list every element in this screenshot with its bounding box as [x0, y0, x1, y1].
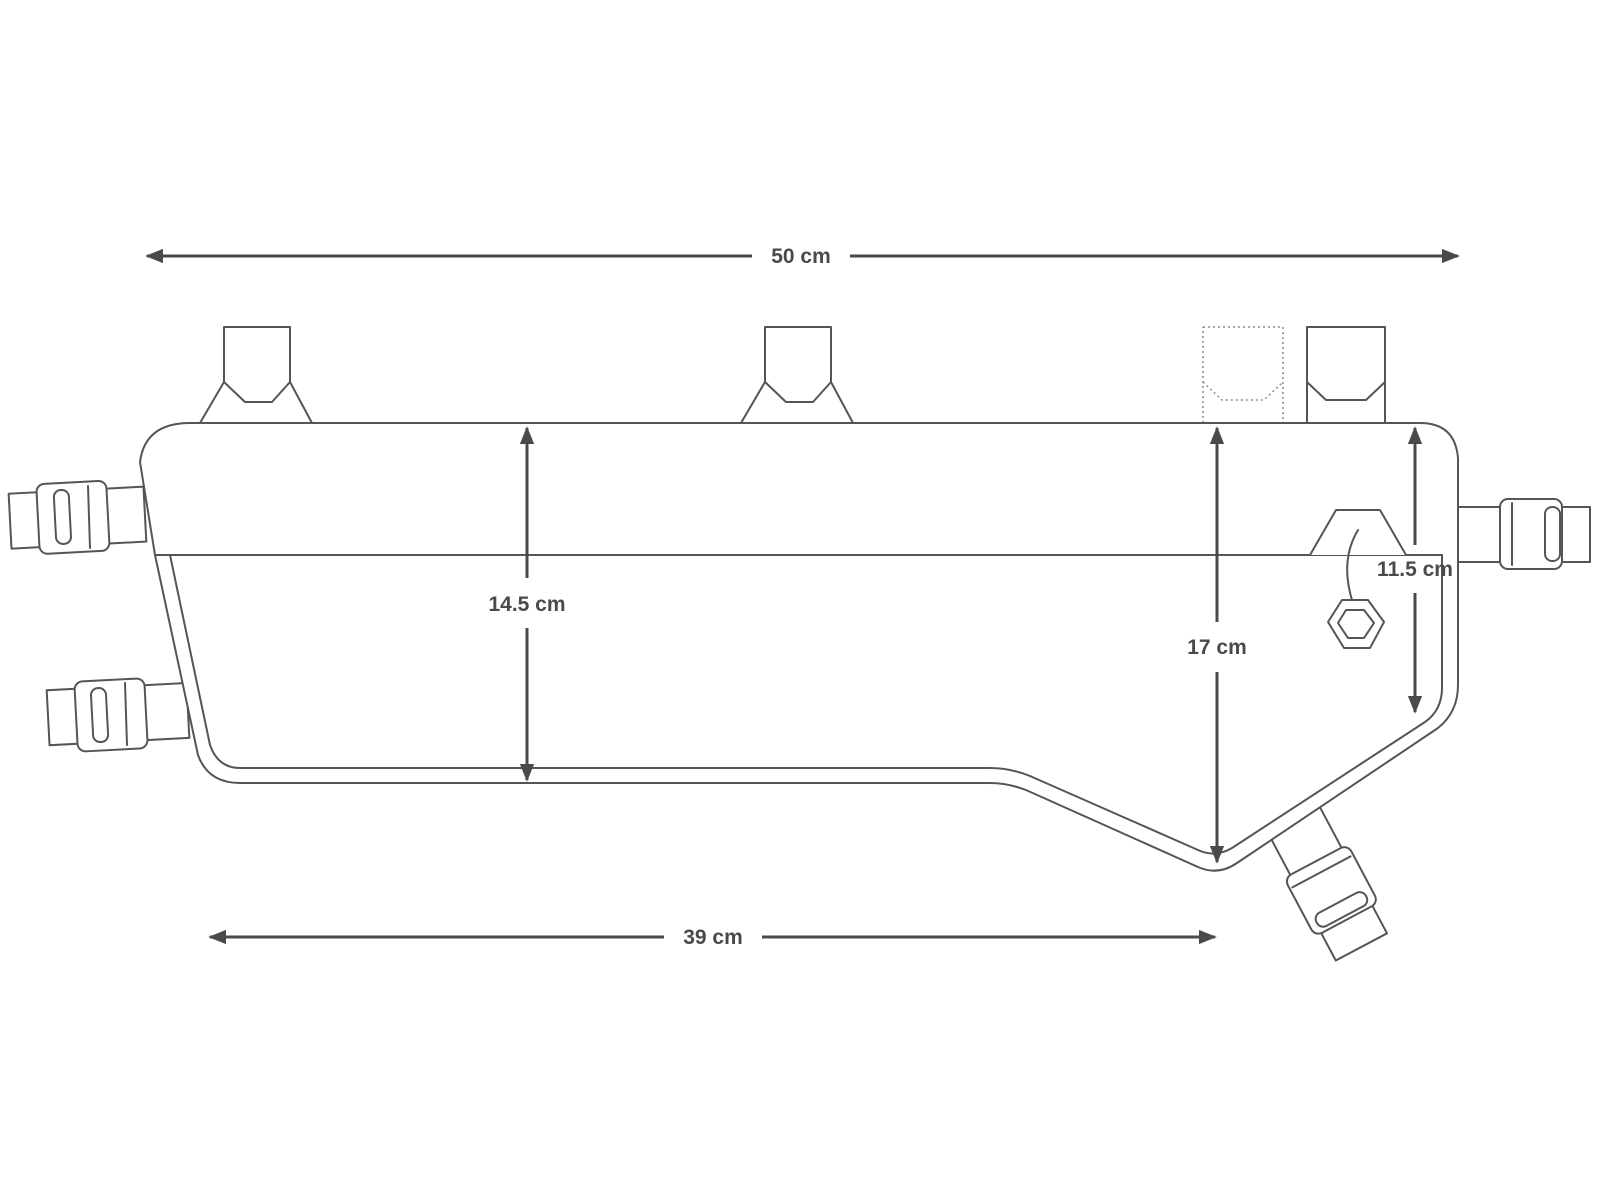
bag-body — [139, 422, 1459, 872]
dimension-rear-height: 17 cm — [1187, 426, 1247, 864]
top-tab-3-hidden — [1202, 326, 1284, 423]
top-tab-2 — [740, 326, 854, 424]
top-tab-1 — [199, 326, 313, 424]
bottom-length-label: 39 cm — [683, 926, 743, 949]
top-tab-4 — [1306, 326, 1386, 424]
end-height-label: 11.5 cm — [1377, 558, 1453, 581]
left-upper-strap — [7, 479, 148, 555]
dimension-overall-length: 50 cm — [145, 245, 1460, 268]
dimension-bottom-length: 39 cm — [208, 926, 1217, 949]
front-height-label: 14.5 cm — [488, 593, 565, 616]
right-strap — [1439, 498, 1591, 570]
dimension-front-height: 14.5 cm — [488, 426, 566, 782]
rear-height-label: 17 cm — [1187, 636, 1247, 659]
dimension-end-height: 11.5 cm — [1377, 426, 1453, 714]
left-lower-strap — [45, 677, 191, 753]
zipper-pull — [1309, 509, 1407, 649]
bottom-strap — [1262, 795, 1389, 962]
overall-length-label: 50 cm — [771, 245, 831, 268]
